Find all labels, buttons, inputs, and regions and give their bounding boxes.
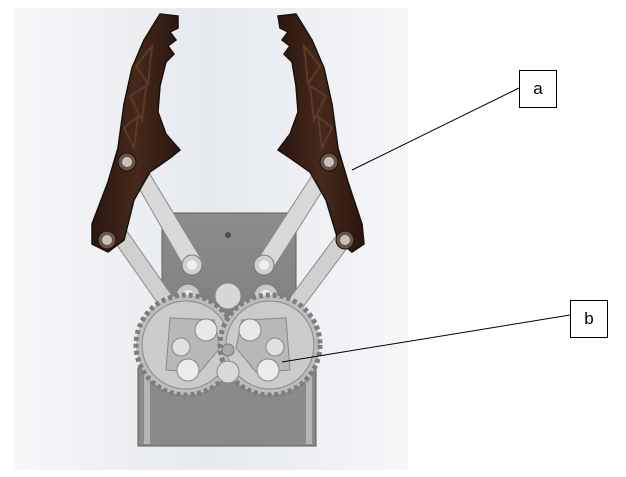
pointer-line-a bbox=[351, 87, 520, 171]
right-jaw bbox=[276, 13, 365, 253]
right-gear bbox=[217, 292, 323, 398]
callout-label-a: a bbox=[519, 70, 557, 108]
gear-mesh bbox=[216, 343, 240, 384]
pointer-line-b bbox=[281, 314, 571, 363]
left-jaw bbox=[91, 13, 182, 253]
callout-label-b-text: b bbox=[584, 309, 594, 328]
left-gear bbox=[133, 292, 239, 398]
callout-label-a-text: a bbox=[533, 79, 543, 98]
callout-label-b: b bbox=[570, 300, 608, 338]
